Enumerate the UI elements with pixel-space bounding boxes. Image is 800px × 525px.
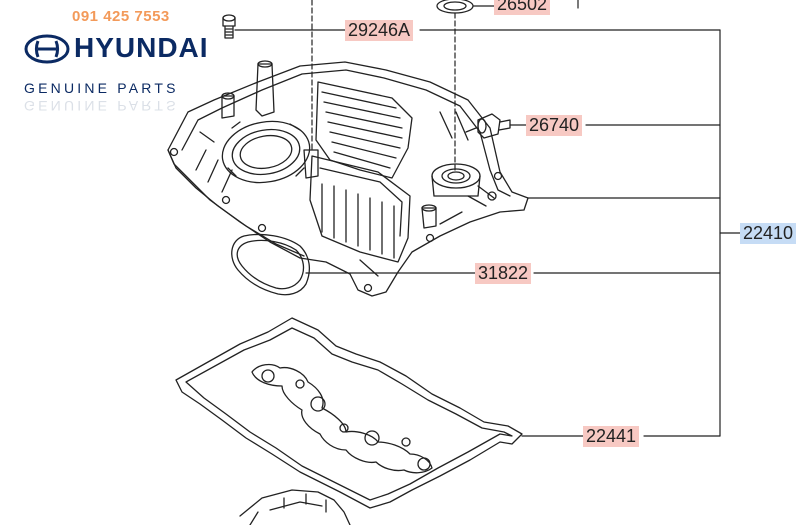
gasket-31822-drawing [231,233,311,296]
part-label-31822[interactable]: 31822 [475,263,532,284]
plug-29246a-drawing [222,14,236,39]
part-label-26502[interactable]: 26502 [494,0,551,15]
genuine-parts-tagline: GENUINE PARTS [24,80,179,96]
gasket-22441-drawing [175,317,523,509]
hyundai-logo-icon [24,34,70,64]
genuine-parts-reflection: GENUINE PARTS [24,98,179,114]
part-label-22441[interactable]: 22441 [583,426,640,447]
brand-name: HYUNDAI [74,32,209,63]
phone-number: 091 425 7553 [72,8,170,25]
part-label-29246a[interactable]: 29246A [345,20,414,41]
pcv-valve-26740-drawing [465,113,511,139]
partial-component-drawing [239,489,351,525]
valve-cover-drawing [167,60,529,297]
seal-26502-drawing [436,0,474,14]
part-label-22410[interactable]: 22410 [740,223,797,244]
leader-lines [234,0,741,437]
part-label-26740[interactable]: 26740 [526,115,583,136]
